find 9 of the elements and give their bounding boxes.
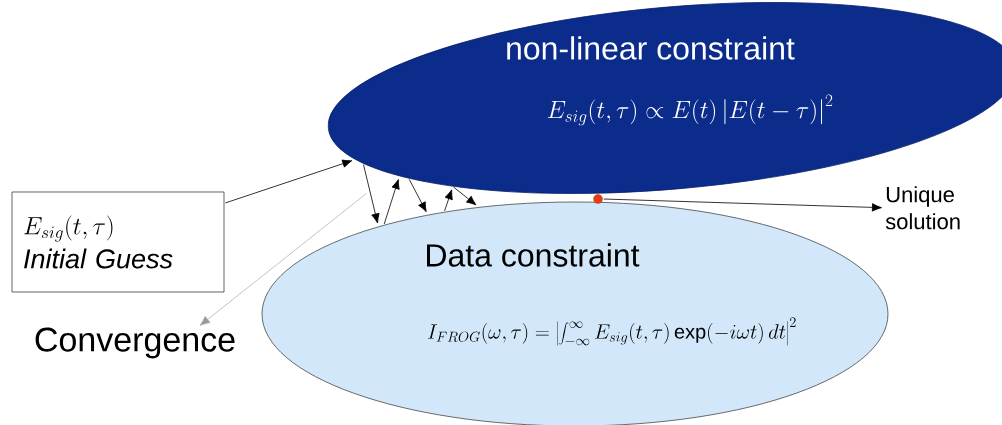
arrow xyxy=(453,186,477,206)
arrow xyxy=(383,179,400,225)
guess-box: $E_{sig}(t,\tau)$ Initial Guess xyxy=(11,191,225,293)
arrow xyxy=(363,164,380,224)
node-label: Convergence xyxy=(35,327,235,359)
arrow xyxy=(444,189,453,212)
arrow xyxy=(199,193,367,326)
arrow xyxy=(408,178,427,213)
arrow xyxy=(224,159,353,204)
